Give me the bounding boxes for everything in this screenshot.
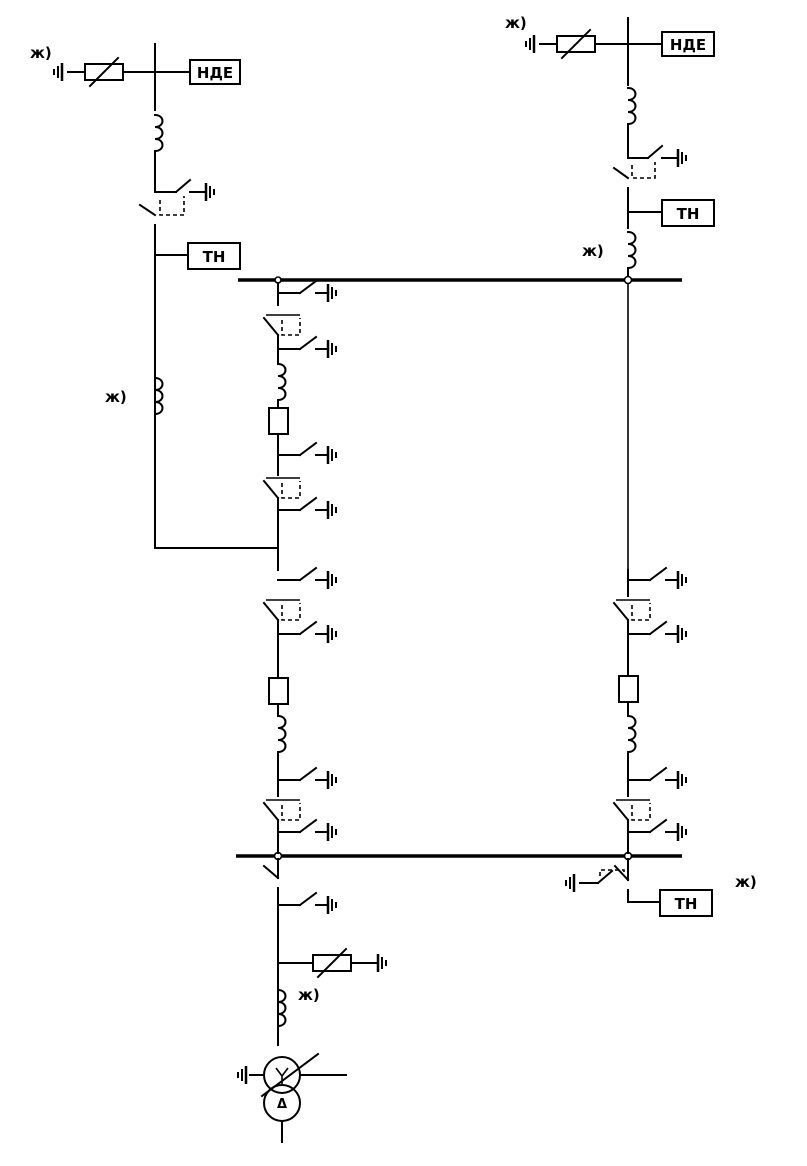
circuit-breaker-icon: [618, 675, 639, 703]
reactor-icon: [277, 989, 287, 1027]
circuit-breaker-icon: [268, 677, 289, 705]
reactor-icon: [627, 231, 637, 269]
nde-box-left: [189, 59, 241, 85]
note-label-4: ж): [582, 242, 604, 260]
reactor-icon: [627, 715, 637, 753]
reactor-icon: [277, 715, 287, 753]
reactor-icon: [154, 114, 164, 152]
note-label-2: ж): [105, 388, 127, 406]
left-bay: [262, 279, 338, 854]
tn-box-left: [187, 242, 241, 270]
note-label-6: ж): [298, 986, 320, 1004]
note-label-1: ж): [30, 44, 52, 62]
tn-box-right-top: [661, 199, 715, 227]
note-label-5: ж): [735, 873, 757, 891]
tn-label-left: ТН: [203, 248, 226, 266]
transformer-feeder: ж) Δ: [236, 858, 388, 1143]
right-bay: [612, 566, 688, 854]
reactor-icon: [154, 377, 164, 415]
note-label-3: ж): [505, 14, 527, 32]
nde-label-right: НДЕ: [670, 36, 706, 54]
tn-label-right-top: ТН: [677, 205, 700, 223]
left-outgoing-line: НДЕ ж) ТН ж): [30, 43, 279, 549]
circuit-breaker-icon: [268, 407, 289, 435]
tn-box-right-bottom: [659, 889, 713, 917]
nde-box-right: [661, 31, 715, 57]
nde-label-left: НДЕ: [197, 64, 233, 82]
right-bottom-tn: ТН ж): [564, 858, 757, 917]
right-outgoing-line: НДЕ ж) ТН ж): [505, 14, 715, 281]
tn-label-right-bottom: ТН: [675, 895, 698, 913]
reactor-icon: [277, 363, 287, 401]
delta-label: Δ: [277, 1097, 287, 1112]
reactor-icon: [627, 87, 637, 125]
